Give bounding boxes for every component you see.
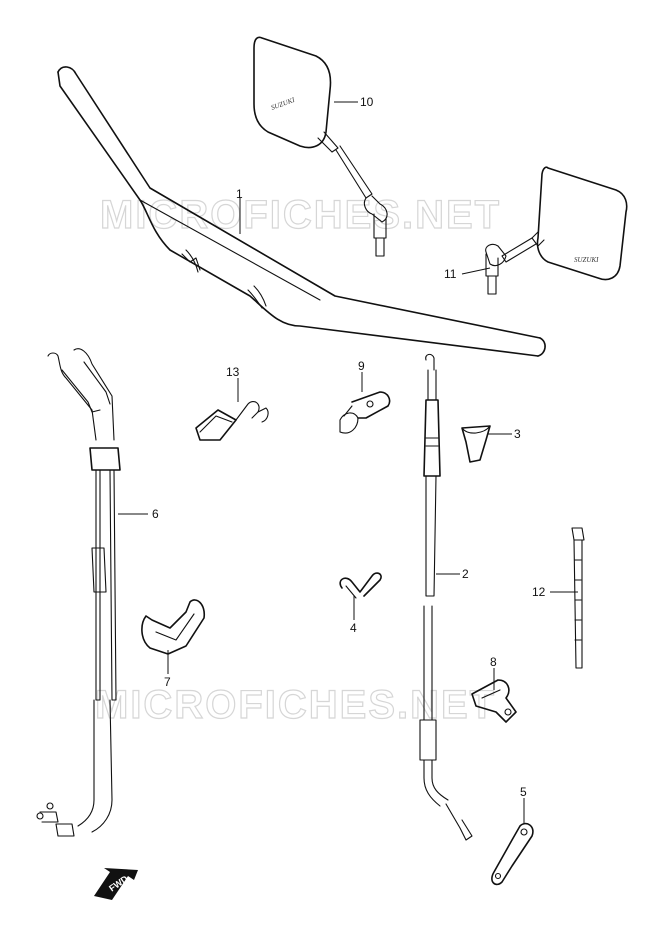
bracket-9[interactable] [339, 391, 391, 434]
grip-cover[interactable] [461, 425, 491, 463]
mirror-right-logo: SUZUKI [574, 256, 599, 264]
callout-5: 5 [520, 785, 527, 799]
callout-1: 1 [236, 187, 243, 201]
leader-lines [118, 101, 578, 824]
callout-8: 8 [490, 655, 497, 669]
clutch-cable[interactable] [419, 353, 473, 841]
callout-6: 6 [152, 507, 159, 521]
bracket-8[interactable] [471, 679, 517, 723]
cable-clamp[interactable] [195, 401, 269, 441]
callout-7: 7 [164, 675, 171, 689]
callout-2: 2 [462, 567, 469, 581]
cable-guide[interactable] [141, 599, 206, 655]
cable-tie[interactable] [571, 527, 585, 669]
cable-clip[interactable] [339, 572, 382, 599]
mirror-right[interactable]: SUZUKI [485, 166, 628, 295]
mirror-left-logo: SUZUKI [270, 96, 296, 112]
callout-4: 4 [350, 621, 357, 635]
callout-labels: 1 2 3 4 5 6 7 8 9 10 11 12 13 [152, 95, 546, 799]
callout-12: 12 [532, 585, 546, 599]
callout-11: 11 [444, 267, 457, 281]
handlebar[interactable] [57, 66, 546, 357]
callout-9: 9 [358, 359, 365, 373]
fwd-arrow: FWD [94, 868, 138, 900]
lever-bracket[interactable] [491, 822, 534, 886]
throttle-cables[interactable] [36, 348, 121, 837]
callout-3: 3 [514, 427, 521, 441]
callout-10: 10 [360, 95, 374, 109]
watermark-top: MICROFICHES.NET [100, 193, 501, 237]
callout-13: 13 [226, 365, 240, 379]
